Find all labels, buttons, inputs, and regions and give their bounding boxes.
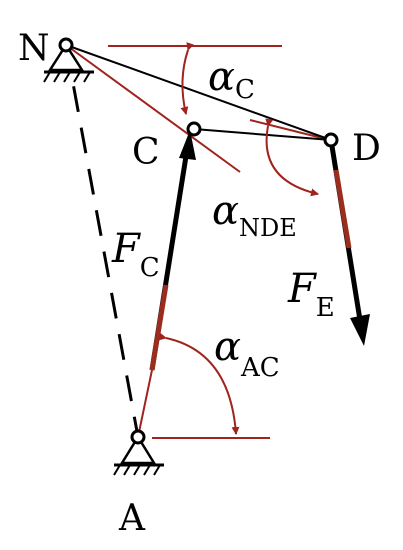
arc-alpha-nde [265, 118, 319, 197]
joint-n [58, 37, 74, 53]
arc-alpha-ac [158, 332, 240, 435]
joint-a [130, 429, 146, 445]
label-alpha-ac: αAC [214, 324, 280, 383]
label-alpha-nde: αNDE [212, 188, 297, 242]
link-a-c-thin [137, 369, 153, 438]
force-fc-segment [149, 284, 169, 371]
link-n-a-dashed [64, 44, 140, 438]
label-f-c: FC [111, 226, 160, 283]
label-c: C [132, 132, 160, 173]
ground-support-a [113, 434, 164, 476]
force-fc-arrowhead [179, 130, 196, 160]
label-n: N [18, 28, 50, 69]
joint-d [323, 132, 339, 148]
ground-support-n [43, 42, 94, 83]
label-alpha-c: αC [208, 54, 255, 105]
joint-c [186, 121, 202, 137]
force-fe-segment [333, 169, 352, 249]
label-a: A [118, 498, 146, 539]
arc-alpha-c [180, 42, 195, 115]
force-fe-arrowhead [350, 314, 370, 346]
tangent-line-nc [65, 44, 241, 173]
label-f-e: FE [287, 266, 335, 323]
label-d: D [352, 128, 381, 169]
